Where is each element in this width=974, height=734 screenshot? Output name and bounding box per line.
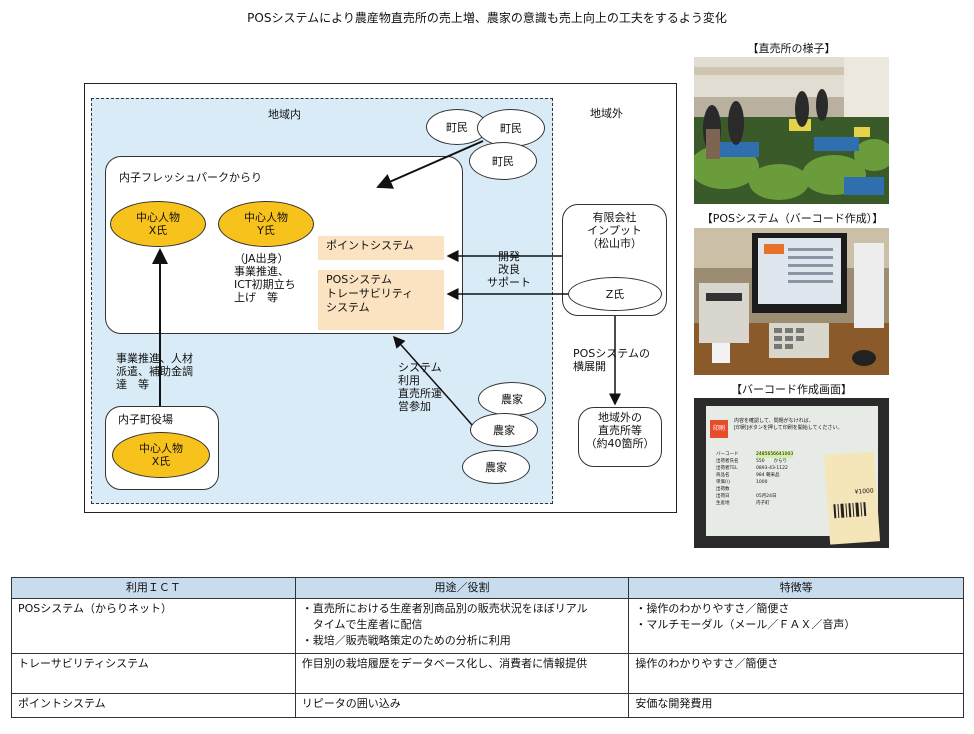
field-label: バーコード (716, 452, 739, 457)
field-value: 1000 (756, 480, 768, 485)
table-row: ポイントシステム リピータの囲い込み 安価な開発費用 (11, 693, 964, 718)
header-ict: 利用ＩＣＴ (11, 577, 296, 599)
photo-caption-barcode: 【バーコード作成画面】 (731, 383, 852, 396)
label-price: ¥1000 (854, 487, 874, 496)
page-title: POSシステムにより農産物直売所の売上増、農家の意識も売上向上の工夫をするよう変… (247, 11, 727, 25)
header-features: 特徴等 (628, 577, 964, 599)
table-cell: 操作のわかりやすさ／簡便さ (628, 653, 964, 694)
field-value: 550 からり (756, 459, 788, 464)
field-value: 2485656641003 (756, 451, 794, 458)
pos-system-photo (694, 228, 889, 375)
print-button: 印刷 (710, 420, 728, 438)
farmer-participation-label: システム 利用 直売所運 営参加 (398, 361, 442, 413)
barcode-fields: バーコード 2485656641003 出荷者氏名 550 からり 出荷者TEL 08… (716, 451, 834, 507)
key-person-x-town: 中心人物 X氏 (112, 432, 210, 478)
farmer-2: 農家 (470, 413, 538, 447)
input-company-label: 有限会社 インプット （松山市） (587, 211, 642, 250)
table-cell: 作目別の栽培履歴をデータベース化し、消費者に情報提供 (294, 653, 630, 694)
field-label: 出荷者TEL (716, 466, 738, 471)
table-cell: ・操作のわかりやすさ／簡便さ ・マルチモーダル（メール／ＦＡＸ／音声） (628, 598, 964, 654)
barcode-screen-photo: 印刷 内容を確認して、問題がなければ、 [印刷]ボタンを押して印刷を開始してくだ… (694, 398, 889, 548)
table-cell: ・直売所における生産者別商品別の販売状況をほぼリアル タイムで生産者に配信 ・栽… (294, 598, 630, 654)
region-in-label: 地域内 (268, 108, 301, 121)
table-header-row: 利用ＩＣＴ 用途／役割 特徴等 (11, 577, 964, 599)
field-label: 生産地 (716, 501, 730, 506)
horizontal-deployment-label: POSシステムの 横展開 (573, 347, 650, 373)
ict-table: 利用ＩＣＴ 用途／役割 特徴等 POSシステム（からりネット） ・直売所における… (11, 577, 964, 718)
development-support-label: 開発 改良 サポート (487, 250, 531, 289)
field-label: 単価(\) (716, 480, 731, 485)
table-cell: POSシステム（からりネット） (11, 598, 296, 654)
key-person-y: 中心人物 Y氏 (218, 201, 314, 247)
town-office-label: 内子町役場 (118, 413, 173, 426)
town-support-label: 事業推進、人材 派遣、補助金調 達 等 (116, 352, 193, 391)
townsperson-3: 町民 (469, 142, 537, 180)
townsperson-2: 町民 (477, 109, 545, 147)
other-stores-box (578, 407, 662, 467)
field-label: 出荷日 (716, 494, 730, 499)
field-label: 出荷数 (716, 487, 730, 492)
table-cell: ポイントシステム (11, 693, 296, 718)
fresh-park-label: 内子フレッシュパークからり (119, 171, 262, 184)
field-label: 出荷者氏名 (716, 459, 739, 464)
photo-caption-store: 【直売所の様子】 (747, 42, 836, 55)
region-out-label: 地域外 (590, 107, 623, 120)
person-z: Z氏 (568, 277, 662, 311)
header-purpose: 用途／役割 (294, 577, 630, 599)
field-value: 984 朝采品 (756, 473, 780, 478)
pos-traceability-box: POSシステム トレーサビリティ システム (318, 270, 444, 330)
ja-note: （JA出身） 事業推進、 ICT初期立ち 上げ 等 (234, 252, 296, 304)
table-cell: トレーサビリティシステム (11, 653, 296, 694)
barcode-label: ¥1000 (823, 451, 881, 545)
table-row: トレーサビリティシステム 作目別の栽培履歴をデータベース化し、消費者に情報提供 … (11, 653, 964, 694)
farmer-1: 農家 (478, 382, 546, 416)
table-cell: リピータの囲い込み (294, 693, 630, 718)
photo-caption-pos: 【POSシステム（バーコード作成）】 (701, 212, 884, 225)
table-row: POSシステム（からりネット） ・直売所における生産者別商品別の販売状況をほぼリ… (11, 598, 964, 654)
store-photo (694, 57, 889, 204)
other-stores-label: 地域外の 直売所等 （約40箇所） (585, 411, 655, 450)
field-value: 05月24日 (756, 494, 777, 499)
field-value: 0893-43-1122 (756, 466, 788, 471)
screen-instruction: 内容を確認して、問題がなければ、 [印刷]ボタンを押して印刷を開始してください。 (734, 418, 843, 431)
table-cell: 安価な開発費用 (628, 693, 964, 718)
field-label: 商品名 (716, 473, 730, 478)
field-value: 内子町 (756, 501, 770, 506)
farmer-3: 農家 (462, 450, 530, 484)
point-system-box: ポイントシステム (318, 236, 444, 260)
key-person-x: 中心人物 X氏 (110, 201, 206, 247)
